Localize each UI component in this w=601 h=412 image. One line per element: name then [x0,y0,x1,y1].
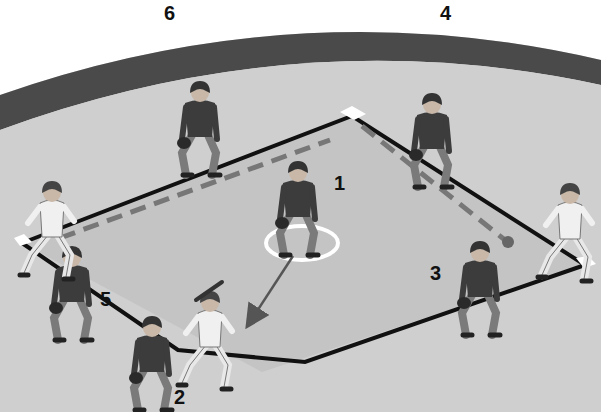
batter-figure [178,291,232,389]
field-grass [0,61,601,412]
third-base [14,234,32,246]
callout-number: 2 [174,386,185,408]
second-base [340,106,366,120]
pitcher-figure [275,161,318,255]
fielder-figure [409,93,452,187]
callout-number: 4 [440,2,451,24]
fielder-figure [177,81,220,175]
fielder-figure [457,241,500,335]
ball [502,236,514,248]
callout-number: 6 [164,2,175,24]
callout-number: 1 [334,172,345,194]
pitch-arrow [248,256,293,325]
infield [22,116,585,372]
runner-figure [20,181,74,279]
baseline [22,116,585,265]
callout-number: 5 [100,288,111,310]
catcher-figure [129,316,172,410]
runner-figure [538,183,592,281]
callout-number: 3 [430,262,441,284]
bat [196,282,222,300]
